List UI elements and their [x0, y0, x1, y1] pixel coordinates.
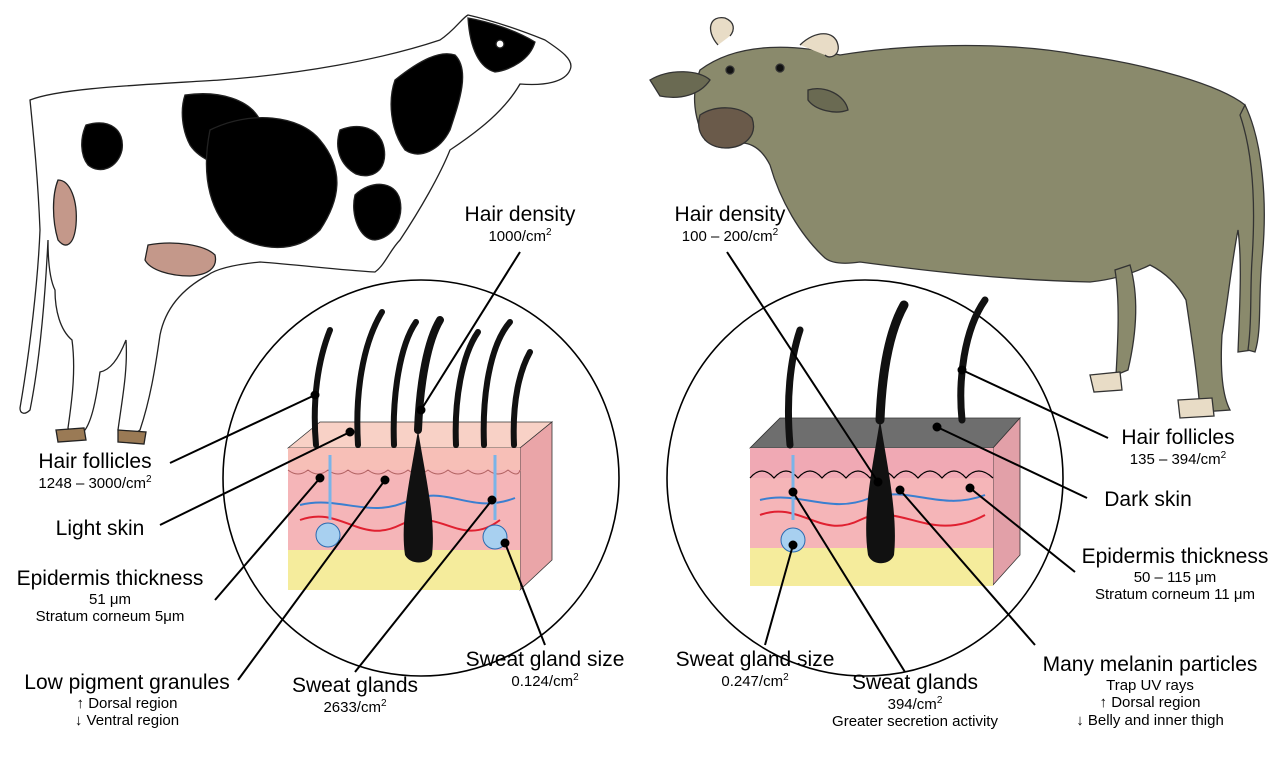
cow-eye: [496, 40, 504, 48]
buffalo-eye-left: [726, 66, 734, 74]
epidermis-layer: [288, 448, 520, 470]
skin-side-face: [520, 422, 552, 590]
right-sweat-glands-label: Sweat glands 394/cm2 Greater secretion a…: [820, 671, 1010, 731]
buffalo-eye-right: [776, 64, 784, 72]
right-epidermis-extra: Stratum corneum 11 μm: [1070, 586, 1280, 603]
right-hair-follicles-value: 135 – 394/cm: [1130, 451, 1221, 468]
cow-spot-3: [82, 123, 123, 170]
melanin-title: Many melanin particles: [1030, 653, 1270, 677]
left-sweat-glands-value: 2633/cm: [323, 699, 381, 716]
right-hair-follicles-label: Hair follicles 135 – 394/cm2: [1098, 426, 1258, 468]
cow-hoof-2: [118, 430, 146, 444]
left-hair-follicles-title: Hair follicles: [15, 450, 175, 474]
right-hair-density-label: Hair density 100 – 200/cm2: [660, 203, 800, 245]
melanin-line1: Trap UV rays: [1030, 677, 1270, 694]
left-sweat-gland-size-value: 0.124/cm: [511, 673, 573, 690]
fat-layer: [288, 550, 520, 590]
low-pigment-line1: ↑ Dorsal region: [12, 695, 242, 712]
right-epidermis-title: Epidermis thickness: [1070, 545, 1280, 569]
low-pigment-title: Low pigment granules: [12, 671, 242, 695]
melanin-line2: ↑ Dorsal region: [1030, 694, 1270, 711]
buffalo-hoof-2: [1178, 398, 1214, 418]
low-pigment-label: Low pigment granules ↑ Dorsal region ↓ V…: [12, 671, 242, 730]
sweat-coil-left-1: [316, 523, 340, 547]
right-sweat-glands-extra: Greater secretion activity: [820, 713, 1010, 730]
left-epidermis-title: Epidermis thickness: [10, 567, 210, 591]
low-pigment-line2: ↓ Ventral region: [12, 712, 242, 729]
buffalo-muzzle: [699, 108, 754, 148]
right-sweat-gland-size-label: Sweat gland size 0.247/cm2: [665, 648, 845, 690]
buffalo-hoof-1: [1090, 372, 1122, 392]
left-sweat-gland-size-title: Sweat gland size: [455, 648, 635, 672]
light-skin-title: Light skin: [35, 517, 165, 541]
left-sweat-glands-title: Sweat glands: [280, 674, 430, 698]
melanin-line3: ↓ Belly and inner thigh: [1030, 712, 1270, 729]
left-epidermis-value: 51 μm: [10, 591, 210, 608]
left-hair-follicles-value: 1248 – 3000/cm: [38, 475, 146, 492]
right-sweat-glands-title: Sweat glands: [820, 671, 1010, 695]
buffalo-horn-left: [711, 18, 734, 45]
left-sweat-gland-size-label: Sweat gland size 0.124/cm2: [455, 648, 635, 690]
right-hair-follicles-title: Hair follicles: [1098, 426, 1258, 450]
dark-skin-title: Dark skin: [1088, 488, 1208, 512]
right-sweat-gland-size-title: Sweat gland size: [665, 648, 845, 672]
cow-hoof-1: [56, 428, 86, 442]
right-sweat-gland-size-value: 0.247/cm: [721, 673, 783, 690]
buffalo-leg-front: [1115, 265, 1136, 375]
left-epidermis-label: Epidermis thickness 51 μm Stratum corneu…: [10, 567, 210, 626]
left-hair-density-label: Hair density 1000/cm2: [440, 203, 600, 245]
right-epidermis-label: Epidermis thickness 50 – 115 μm Stratum …: [1070, 545, 1280, 604]
left-epidermis-extra: Stratum corneum 5μm: [10, 608, 210, 625]
dark-skin-label: Dark skin: [1088, 488, 1208, 512]
left-hair-follicles-label: Hair follicles 1248 – 3000/cm2: [15, 450, 175, 492]
melanin-label: Many melanin particles Trap UV rays ↑ Do…: [1030, 653, 1270, 729]
left-hair-density-title: Hair density: [440, 203, 600, 227]
dark-skin-side: [993, 418, 1020, 585]
light-skin-label: Light skin: [35, 517, 165, 541]
left-hair-density-value: 1000/cm: [488, 228, 546, 245]
right-sweat-glands-value: 394/cm: [888, 696, 937, 713]
right-epidermis-value: 50 – 115 μm: [1070, 569, 1280, 586]
right-hair-density-value: 100 – 200/cm: [682, 228, 773, 245]
right-hair-density-title: Hair density: [660, 203, 800, 227]
left-sweat-glands-label: Sweat glands 2633/cm2: [280, 674, 430, 716]
